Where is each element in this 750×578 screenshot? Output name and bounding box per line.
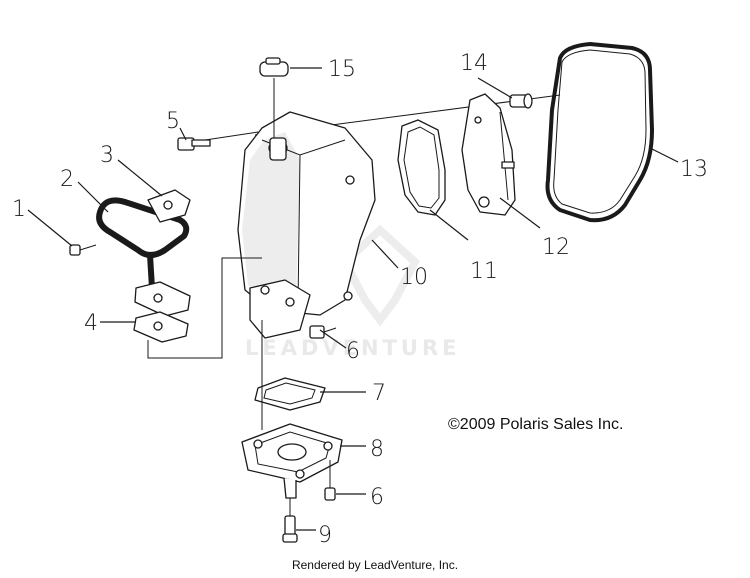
callout-11: 11: [470, 259, 498, 284]
part-14-grommet: [509, 93, 533, 109]
callout-6-lower: 6: [370, 485, 384, 510]
callout-5: 5: [166, 109, 180, 134]
part-4-tube-flange: [134, 281, 191, 317]
part-7-gasket: [254, 377, 326, 411]
callout-10: 10: [400, 265, 428, 290]
part-9-bolt: [282, 498, 298, 543]
part-12-breather-plate: [461, 93, 516, 216]
callout-2: 2: [60, 167, 74, 192]
callout-leaders: [27, 67, 679, 531]
part-10-valve-cover: [237, 111, 376, 316]
callout-3: 3: [100, 143, 114, 168]
rendered-by-footer: Rendered by LeadVenture, Inc.: [291, 558, 459, 572]
callout-4: 4: [84, 311, 98, 336]
callout-15: 15: [328, 57, 356, 82]
callout-1: 1: [12, 197, 26, 222]
callout-6-upper: 6: [346, 339, 360, 364]
part-8-cover-housing: [241, 423, 343, 499]
callout-numbers: 1 2 3 4 5 6 7 8 6 9 10 11 12 13 14 15: [12, 51, 708, 548]
part-15-hose-clamp: [259, 57, 289, 77]
callout-8: 8: [370, 437, 384, 462]
part-13-gasket-ring: [545, 42, 654, 223]
part-3-flange-gasket: [147, 189, 191, 223]
part-1-bolt: [69, 244, 97, 256]
copyright-notice: ©2009 Polaris Sales Inc.: [448, 416, 624, 433]
watermark-logo: [340, 224, 420, 327]
part-cover-mount-block: [249, 279, 311, 339]
part-11-plate-gasket: [397, 119, 446, 216]
part-6-bolt-lower: [324, 460, 336, 501]
part-4-flange-gasket: [133, 311, 189, 343]
part-5-bolt: [177, 131, 259, 151]
callout-12: 12: [542, 235, 570, 260]
callout-7: 7: [372, 381, 386, 406]
part-13-gasket-inner: [553, 49, 647, 214]
connector-bracket-line: [147, 257, 262, 359]
callout-14: 14: [460, 51, 488, 76]
watermark-text: LEADVENTURE: [245, 336, 461, 360]
part-6-bolt-upper: [309, 325, 337, 339]
callout-9: 9: [318, 523, 332, 548]
callout-13: 13: [680, 157, 708, 182]
part-2-breather-tube: [96, 197, 190, 289]
